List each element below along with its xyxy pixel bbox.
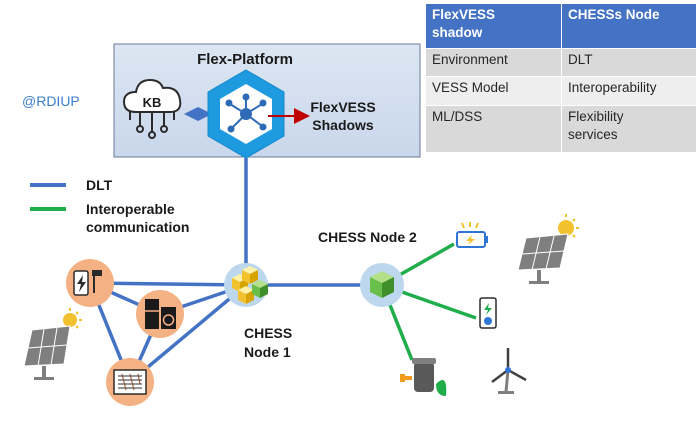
cloud-kb-icon xyxy=(122,78,182,139)
legend-interop-label-line2: communication xyxy=(86,219,189,235)
table-cell: Environment xyxy=(426,48,562,77)
table-cell: ML/DSS xyxy=(426,105,562,152)
kb-label: KB xyxy=(143,95,162,110)
table-cell: Interoperability xyxy=(561,76,696,106)
node2-label: CHESS Node 2 xyxy=(318,229,417,245)
cube-cluster-icon xyxy=(224,263,268,307)
table-cell: DLT xyxy=(561,48,696,77)
fridge-washer-icon xyxy=(136,290,184,338)
solar-panel-icon-right xyxy=(517,214,579,284)
hexagon-network-icon xyxy=(207,69,285,159)
legend-interop-label-line1: Interoperable xyxy=(86,201,175,217)
platform-title: Flex-Platform xyxy=(197,51,293,68)
dlt-link-node1-heater xyxy=(128,283,248,384)
ev-charger-icon xyxy=(400,358,447,396)
battery-icon xyxy=(456,222,488,248)
shadows-label-line1: FlexVESS xyxy=(310,99,375,115)
phone-charger-icon xyxy=(479,297,497,329)
table-header-cell: CHESSs Node xyxy=(561,4,696,49)
table-row: VESS Model Interoperability xyxy=(426,76,696,106)
table-cell: VESS Model xyxy=(426,76,562,106)
node1-label-line1: CHESS xyxy=(244,325,292,341)
node1-label-line2: Node 1 xyxy=(244,344,291,360)
table-row: Environment DLT xyxy=(426,48,696,77)
handle-label: @RDIUP xyxy=(22,93,80,109)
wind-turbine-icon xyxy=(491,348,527,394)
interop-links xyxy=(380,242,477,361)
shadows-label-line2: Shadows xyxy=(312,117,374,133)
dlt-link-node1-charger xyxy=(89,281,247,287)
battery-charger-icon xyxy=(66,259,114,307)
solar-panel-icon-left xyxy=(23,308,82,380)
heater-icon xyxy=(106,358,154,406)
legend-dlt-label: DLT xyxy=(86,177,113,193)
cube-icon xyxy=(360,263,404,307)
